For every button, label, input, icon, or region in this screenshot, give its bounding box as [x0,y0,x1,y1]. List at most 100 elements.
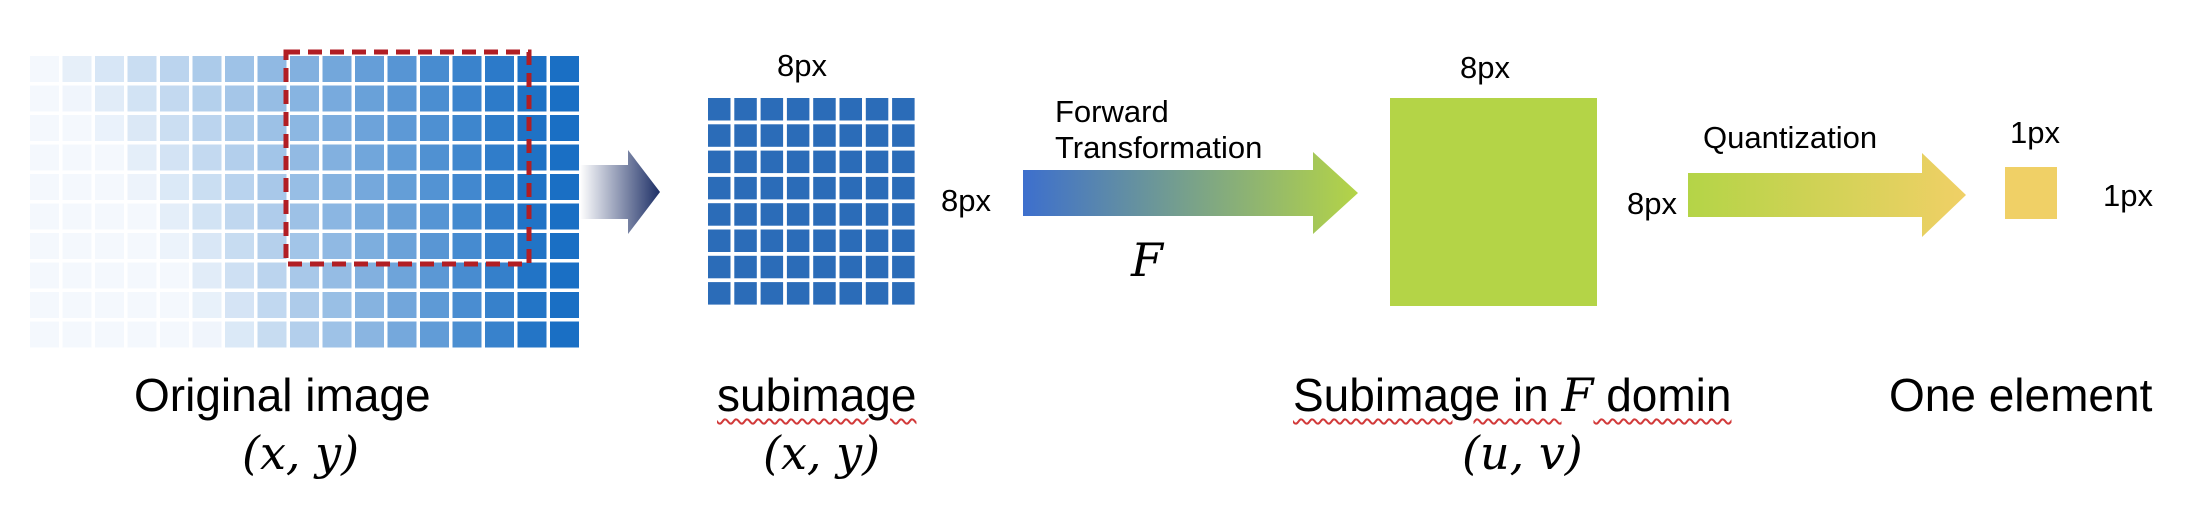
freq-block-height-label: 8px [1627,186,1677,221]
subimage-cell [708,98,731,121]
pixel-cell [452,262,482,289]
pixel-cell [225,115,254,141]
pixel-cell [387,85,417,112]
pixel-cell [517,144,547,171]
pixel-cell [550,262,579,289]
pixel-cell [257,56,287,82]
pixel-cell [225,321,254,348]
subimage-cell [839,176,862,200]
pixel-cell [62,174,92,200]
one-element-title: One element [1889,369,2153,421]
subimage-cell [734,124,757,147]
frequency-domain-block [1390,98,1597,306]
subimage-cell [892,282,915,305]
subimage-cell [839,282,862,305]
subimage-cell [865,229,889,252]
pixel-cell [322,56,352,82]
pixel-cell [62,292,92,318]
pixel-cell [485,203,514,230]
pixel-cell [550,85,579,112]
pixel-cell [192,174,222,200]
pixel-cell [160,292,189,318]
pixel-cell [225,292,254,318]
subimage-cell [734,282,757,305]
pixel-cell [420,144,449,171]
pixel-cell [257,321,287,348]
pixel-cell [517,174,547,200]
pixel-cell [517,85,547,112]
pixel-cell [30,203,59,230]
subimage-cell [892,124,915,147]
subimage-cell [734,150,757,174]
pixel-cell [62,85,92,112]
pixel-cell [290,144,319,171]
pixel-cell [257,233,287,259]
pixel-cell [387,233,417,259]
subimage-cell [839,98,862,121]
pixel-cell [485,321,514,348]
pixel-cell [387,262,417,289]
subimage-cell [708,124,731,147]
subimage-cell [786,282,810,305]
pixel-cell [452,144,482,171]
subimage-grid [708,98,915,305]
pixel-cell [30,144,59,171]
pixel-cell [485,85,514,112]
pixel-cell [127,292,157,318]
subimage-cell [786,203,810,226]
pixel-cell [95,233,124,259]
subimage-cell [839,229,862,252]
pixel-cell [192,262,222,289]
subimage-cell [892,255,915,279]
pixel-cell [550,115,579,141]
pixel-cell [550,233,579,259]
pixel-cell [452,233,482,259]
pixel-cell [290,292,319,318]
pixel-cell [257,203,287,230]
pixel-cell [290,85,319,112]
pixel-cell [290,203,319,230]
pixel-cell [225,144,254,171]
subimage-cell [892,98,915,121]
pixel-cell [550,174,579,200]
pixel-cell [95,262,124,289]
subimage-cell [813,229,836,252]
pixel-cell [290,321,319,348]
pixel-cell [517,115,547,141]
pixel-cell [420,115,449,141]
subimage-cell [813,150,836,174]
subimage-cell [813,282,836,305]
subimage-cell [760,282,784,305]
original-image-coords: (x, y) [242,426,360,480]
pixel-cell [127,174,157,200]
pixel-cell [160,233,189,259]
subimage-cell [865,282,889,305]
pixel-cell [30,85,59,112]
forward-label-line1: Forward [1055,94,1169,129]
subimage-cell [708,176,731,200]
pixel-cell [452,203,482,230]
pixel-cell [192,292,222,318]
subimage-cell [734,203,757,226]
subimage-cell [813,98,836,121]
pixel-cell [127,233,157,259]
pixel-cell [452,85,482,112]
single-element-square [2005,167,2057,219]
pixel-cell [127,144,157,171]
subimage-cell [760,124,784,147]
pixel-cell [387,321,417,348]
pixel-cell [192,85,222,112]
pixel-cell [387,203,417,230]
subimage-cell [760,229,784,252]
subimage-cell [839,150,862,174]
pixel-cell [420,203,449,230]
pixel-cell [62,321,92,348]
pixel-cell [452,115,482,141]
pixel-cell [160,203,189,230]
pixel-cell [225,262,254,289]
subimage-cell [813,124,836,147]
pixel-cell [290,262,319,289]
pixel-cell [387,144,417,171]
subimage-cell [708,150,731,174]
pixel-cell [257,262,287,289]
